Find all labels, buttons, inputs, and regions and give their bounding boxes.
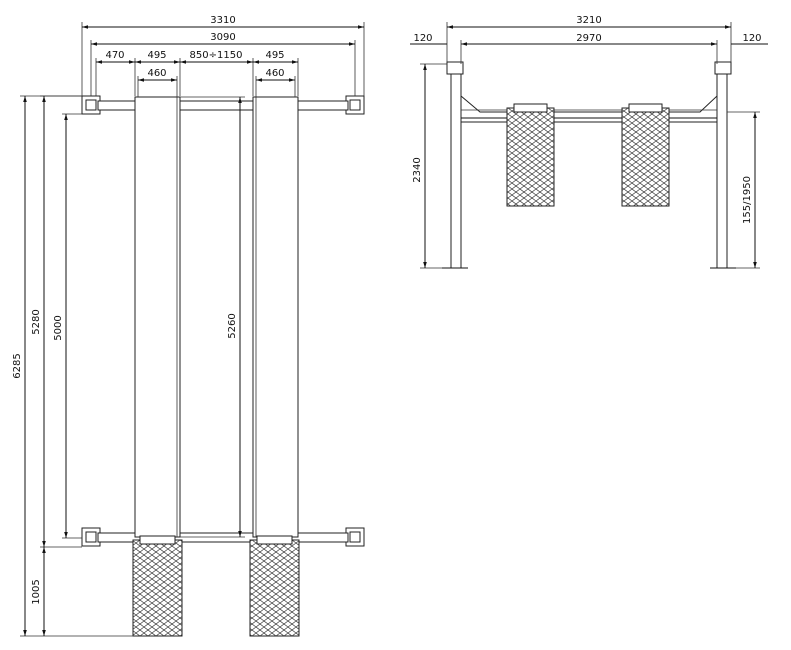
dim-ramp-length: 1005 bbox=[31, 547, 46, 636]
label-length-inner: 5000 bbox=[53, 315, 64, 340]
label-runway-gap: 850÷1150 bbox=[190, 50, 243, 61]
dim-front-lift-height: 155/1950 bbox=[727, 111, 760, 269]
post-bottom-right bbox=[345, 527, 365, 547]
label-offset-left: 470 bbox=[105, 50, 124, 61]
cross-beam-front bbox=[97, 100, 349, 111]
dim-width-posts: 3090 bbox=[90, 32, 356, 96]
label-tread-right: 460 bbox=[265, 68, 284, 79]
dim-width-overall: 3310 bbox=[81, 15, 365, 96]
runway-right bbox=[252, 96, 299, 538]
label-tread-left: 460 bbox=[147, 68, 166, 79]
top-view: 3310 3090 470 495 850÷1150 495 bbox=[12, 15, 365, 637]
cross-beam-rear bbox=[97, 532, 349, 543]
label-runway-left-width: 495 bbox=[147, 50, 166, 61]
label-runway-right-width: 495 bbox=[265, 50, 284, 61]
label-front-width-inner: 2970 bbox=[576, 33, 601, 44]
dim-front-posts-row: 120 2970 120 bbox=[410, 33, 768, 64]
front-ramp-left bbox=[506, 103, 555, 207]
front-cross-beam bbox=[460, 94, 718, 123]
dim-tread-row: 460 460 bbox=[137, 68, 296, 97]
front-post-left bbox=[442, 61, 468, 269]
ramp-left bbox=[132, 535, 183, 637]
label-width-posts: 3090 bbox=[210, 32, 235, 43]
dim-length-posts: 5280 bbox=[31, 95, 82, 548]
front-post-right bbox=[710, 61, 736, 269]
ramp-right bbox=[249, 535, 300, 637]
post-bottom-left bbox=[81, 527, 101, 547]
dim-length-inner: 5000 bbox=[53, 113, 82, 539]
dim-front-width-overall: 3210 bbox=[446, 15, 732, 62]
label-front-height-posts: 2340 bbox=[412, 157, 423, 182]
front-ramp-right bbox=[621, 103, 670, 207]
label-length-posts: 5280 bbox=[31, 309, 42, 334]
post-top-left bbox=[81, 95, 101, 115]
label-ramp-length: 1005 bbox=[31, 579, 42, 604]
dim-segment-row: 470 495 850÷1150 495 bbox=[95, 50, 299, 96]
dim-length-overall: 6285 bbox=[12, 95, 133, 637]
label-runway-length: 5260 bbox=[227, 313, 238, 338]
label-front-post-right: 120 bbox=[742, 33, 761, 44]
label-front-width-overall: 3210 bbox=[576, 15, 601, 26]
post-top-right bbox=[345, 95, 365, 115]
label-length-overall: 6285 bbox=[12, 353, 23, 378]
front-view: 3210 120 2970 120 2340 155/1950 bbox=[410, 15, 768, 269]
label-width-overall: 3310 bbox=[210, 15, 235, 26]
label-front-post-left: 120 bbox=[413, 33, 432, 44]
dim-front-height-posts: 2340 bbox=[412, 63, 447, 269]
runway-left bbox=[134, 96, 181, 538]
dim-runway-length: 5260 bbox=[180, 96, 245, 538]
label-front-lift-height: 155/1950 bbox=[742, 176, 753, 224]
